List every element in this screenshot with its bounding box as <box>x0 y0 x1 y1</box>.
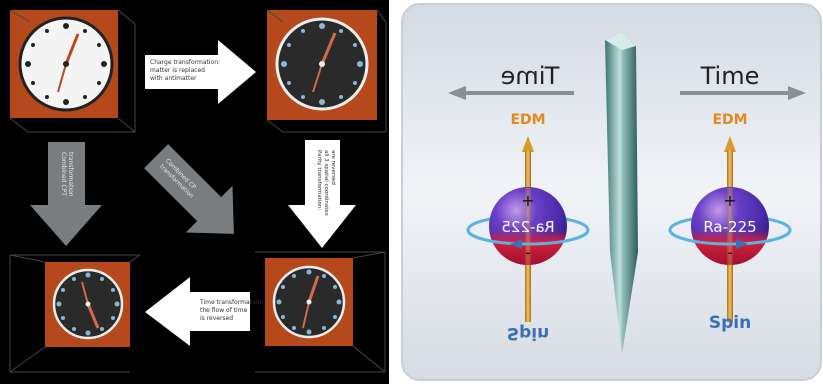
normal-atom: Time EDM + Ra-225 - Spin <box>668 62 806 333</box>
svg-text:Combined CPT transformat: Combined CPT transformation <box>60 152 74 198</box>
svg-text:Time transformation: the: Time transformation: the flow of time is… <box>199 299 265 322</box>
spin-label-normal: Spin <box>709 313 751 333</box>
spin-label-mirrored: Spin <box>507 323 549 343</box>
mirrored-atom: Time EDM + Ra-225 - Spin <box>448 62 590 343</box>
clock-hand <box>64 33 80 65</box>
edm-label-left: EDM <box>510 112 545 128</box>
mirror-spike <box>605 32 638 354</box>
clock-box-cpt <box>9 254 141 373</box>
arrow-charge-transformation: Charge transformation: matter is replace… <box>145 40 256 104</box>
arrow-parity-transformation: Parity transformation: all 3 spatial coo… <box>288 140 356 248</box>
time-label-mirrored: Time <box>501 62 561 90</box>
clock-box-charge <box>266 9 387 133</box>
svg-text:-: - <box>525 243 531 262</box>
svg-text:-: - <box>727 243 733 262</box>
arrow-combined-cpt: Combined CPT transformation <box>30 142 102 246</box>
svg-text:Charge transformation: m: Charge transformation: matter is replace… <box>150 59 222 82</box>
edm-label-right: EDM <box>712 112 747 128</box>
time-arrow-right <box>680 86 806 100</box>
svg-text:+: + <box>521 191 534 210</box>
arrow-time-transformation: Time transformation: the flow of time is… <box>145 277 265 346</box>
cpt-transformation-diagram: Charge transformation: matter is replace… <box>0 0 389 384</box>
time-arrow-left <box>448 86 574 100</box>
clock-face-white <box>25 23 107 105</box>
nucleus-label-normal: Ra-225 <box>703 218 756 236</box>
time-label-normal: Time <box>700 62 760 90</box>
svg-text:Parity transformation: a: Parity transformation: all 3 spatial coo… <box>316 150 336 217</box>
edm-mirror-diagram: Time EDM + Ra-225 - Spin Time EDM <box>401 3 822 381</box>
nucleus-label-mirrored: Ra-225 <box>501 218 554 236</box>
clock-box-original <box>9 9 136 133</box>
clock-box-parity <box>255 251 386 373</box>
svg-text:+: + <box>723 191 736 210</box>
